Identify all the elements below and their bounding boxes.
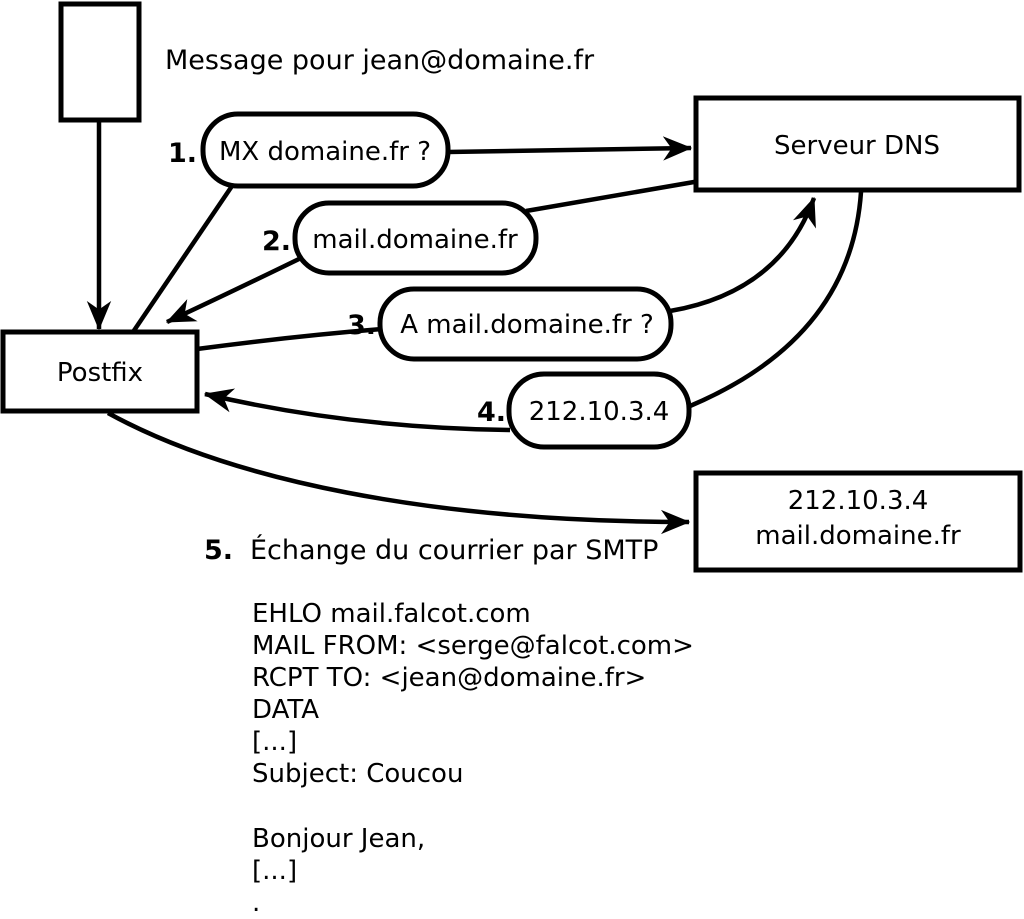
step3-number: 3.: [347, 310, 376, 341]
mail-server-ip: 212.10.3.4: [788, 486, 929, 516]
postfix-box: [0, 329, 200, 414]
smtp-line: [...]: [252, 856, 297, 886]
edge-postfix-to-step1: [131, 184, 234, 334]
edge-dns-to-step4: [689, 191, 864, 409]
step2-bubble: [292, 200, 539, 276]
step3-label: A mail.domaine.fr ?: [400, 310, 654, 340]
edge-dns-to-step2: [525, 179, 695, 214]
arrow-step3-to-dns: [669, 196, 817, 314]
smtp-line: MAIL FROM: <serge@falcot.com>: [252, 631, 694, 661]
smtp-line: [...]: [252, 727, 297, 757]
dns-server-box: [693, 95, 1022, 193]
header-message: Message pour jean@domaine.fr: [165, 45, 595, 76]
arrow-postfix-to-mailserver: [106, 411, 691, 535]
smtp-line: .: [252, 888, 260, 918]
step4-bubble: [506, 371, 692, 450]
smtp-session-block: EHLO mail.falcot.com MAIL FROM: <serge@f…: [252, 599, 694, 918]
mail-server-hostname: mail.domaine.fr: [755, 521, 961, 551]
step2-number: 2.: [262, 226, 291, 257]
arrow-step2-to-postfix: [165, 256, 300, 325]
smtp-line: Subject: Coucou: [252, 759, 463, 789]
step1-label: MX domaine.fr ?: [219, 137, 431, 167]
step5-number: 5.: [204, 535, 233, 566]
edge-postfix-to-step3: [196, 326, 383, 352]
step3-bubble: [377, 286, 674, 362]
step2-label: mail.domaine.fr: [312, 225, 518, 255]
smtp-line: EHLO mail.falcot.com: [252, 599, 531, 629]
message-source-box: [58, 1, 142, 123]
smtp-line: RCPT TO: <jean@domaine.fr>: [252, 663, 646, 693]
step5-label: Échange du courrier par SMTP: [250, 534, 658, 566]
step1-bubble: [200, 111, 451, 189]
dns-server-label: Serveur DNS: [774, 131, 940, 161]
smtp-line: Bonjour Jean,: [252, 824, 425, 854]
mail-server-box: [693, 470, 1023, 573]
step4-label: 212.10.3.4: [529, 397, 670, 427]
step1-number: 1.: [168, 138, 197, 169]
smtp-line: DATA: [252, 695, 319, 725]
step4-number: 4.: [477, 397, 506, 428]
arrow-step1-to-dns: [447, 136, 693, 161]
arrow-step4-to-postfix: [203, 388, 511, 433]
postfix-label: Postfix: [57, 358, 143, 388]
